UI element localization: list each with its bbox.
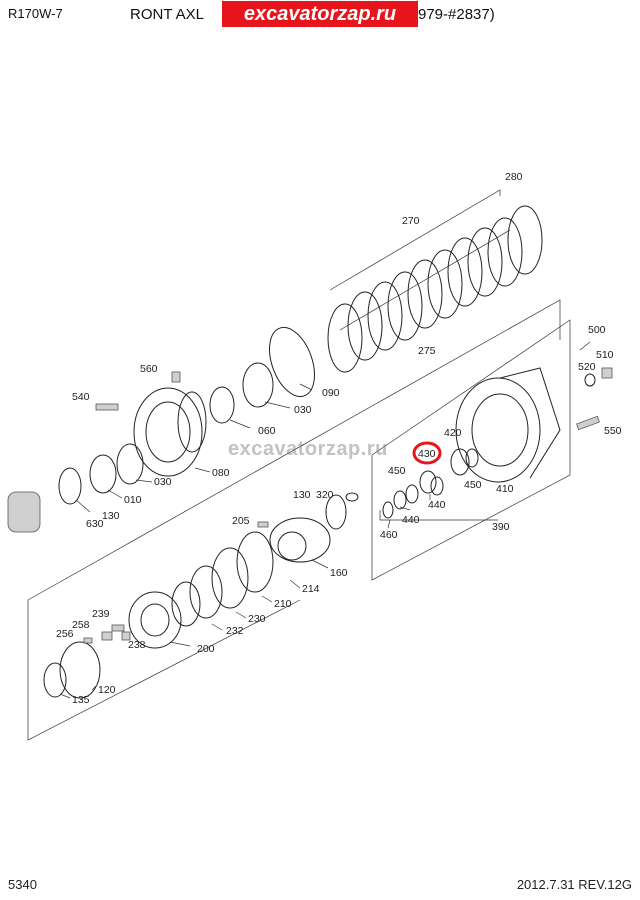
bearing-030 [242,362,274,408]
washer-320 [345,492,359,502]
label-460: 460 [380,529,398,541]
label-410: 410 [496,483,514,495]
label-030a: 030 [294,404,312,416]
center-watermark: excavatorzap.ru [228,438,388,460]
ring-060 [209,386,235,424]
label-270: 270 [402,215,420,227]
page-title-suffix: 979-#2837) [418,6,495,23]
label-200: 200 [197,643,215,655]
highlight-ring-430 [412,441,442,465]
o-ring-232 [189,565,223,619]
screw-238 [121,631,131,641]
label-060: 060 [258,425,276,437]
label-010: 010 [124,494,142,506]
label-550: 550 [604,425,622,437]
o-ring-230 [211,547,249,609]
label-120: 120 [98,684,116,696]
spindle-630 [7,491,41,533]
label-210: 210 [274,598,292,610]
label-135: 135 [72,694,90,706]
label-450a: 450 [388,465,406,477]
bearing-420 [450,448,470,476]
label-450b: 450 [464,479,482,491]
washer-520 [584,373,596,387]
pin-256 [83,637,93,644]
label-130a: 130 [293,489,311,501]
page-title: RONT AXL [130,6,204,23]
label-500: 500 [588,324,606,336]
label-258: 258 [72,619,90,631]
label-238: 238 [128,639,146,651]
bearing-030b [116,443,144,485]
label-540: 540 [72,391,90,403]
label-275: 275 [418,345,436,357]
plug-258 [101,631,113,641]
label-440a: 440 [428,499,446,511]
label-030b: 030 [154,476,172,488]
model-code: R170W-7 [8,6,63,21]
o-ring-232b [171,581,201,627]
ring-450a [465,448,479,468]
label-630: 630 [86,518,104,530]
revision-date: 2012.7.31 REV.12G [516,877,632,892]
o-ring-090 [269,326,315,398]
frame-right [371,319,571,581]
label-430: 430 [418,448,436,460]
page-number: 5340 [8,877,37,892]
ring-440b [405,484,419,504]
label-230: 230 [248,613,266,625]
label-560: 560 [140,363,158,375]
label-520: 520 [578,361,596,373]
o-ring-135 [43,662,67,698]
label-390: 390 [492,521,510,533]
label-205: 205 [232,515,250,527]
seal-010 [89,454,117,494]
label-510: 510 [596,349,614,361]
ring-440a [430,476,444,496]
bolt-560 [171,371,181,383]
label-239: 239 [92,608,110,620]
label-090: 090 [322,387,340,399]
cover-200 [128,591,182,649]
bolt-540 [95,403,119,411]
label-160: 160 [330,567,348,579]
label-420: 420 [444,427,462,439]
label-130b: 130 [102,510,120,522]
watermark-banner[interactable]: excavatorzap.ru [222,1,418,27]
label-256: 256 [56,628,74,640]
label-280: 280 [505,171,523,183]
carrier-160 [269,494,347,563]
spring-239 [111,624,125,632]
plug-510 [601,367,613,379]
label-320: 320 [316,489,334,501]
o-ring-130 [58,467,82,505]
frame-main [27,599,301,741]
ring-460 [382,501,394,519]
label-080: 080 [212,467,230,479]
housing-410 [455,367,561,483]
label-232: 232 [226,625,244,637]
bearing-430 [419,470,437,494]
o-ring-210 [236,531,274,593]
ring-gear-120 [59,641,101,699]
pin-205 [257,521,269,528]
label-440b: 440 [402,514,420,526]
ring-450b [393,490,407,510]
bolt-550 [576,415,600,431]
label-214: 214 [302,583,320,595]
disc-stack [327,189,543,373]
hub-080 [133,387,207,477]
